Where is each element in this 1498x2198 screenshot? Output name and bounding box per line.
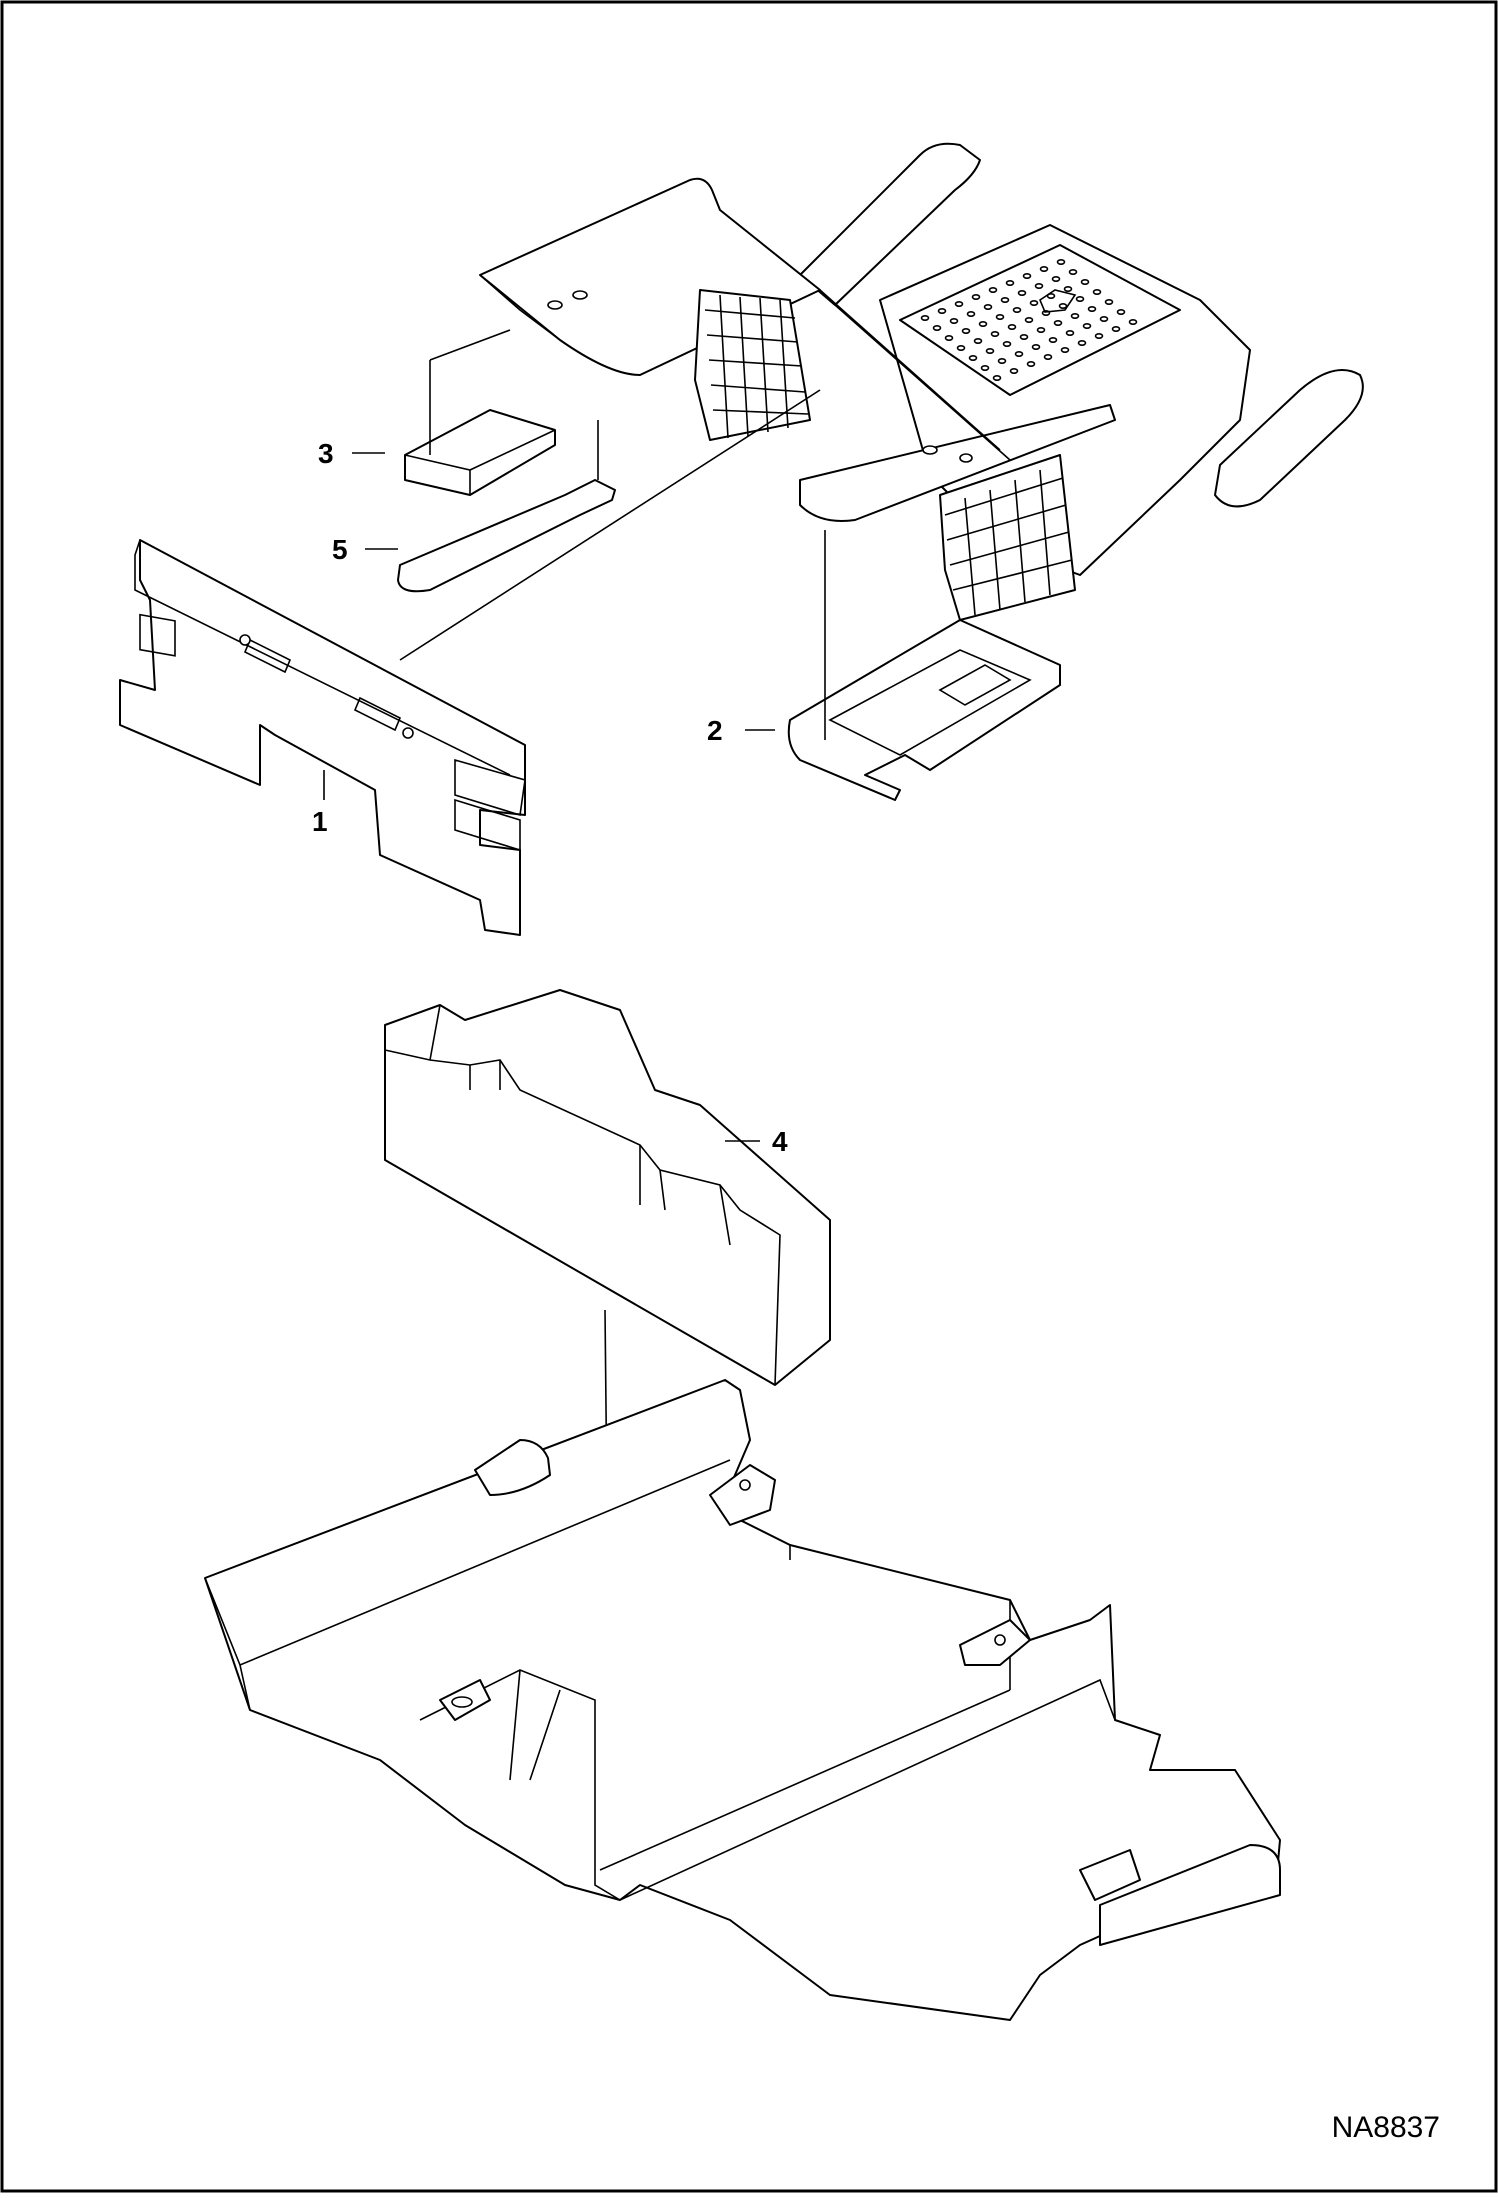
perforation-hole bbox=[1034, 282, 1044, 289]
callout-4: 4 bbox=[772, 1126, 788, 1157]
perforation-hole bbox=[980, 364, 990, 371]
perforation-hole bbox=[1075, 295, 1085, 302]
part-3-pad bbox=[404, 409, 556, 496]
perforation-hole bbox=[1026, 360, 1036, 367]
callout-ticks bbox=[323, 452, 775, 1142]
perforation-hole bbox=[1094, 332, 1104, 339]
perforation-hole bbox=[1063, 285, 1073, 292]
callout-3: 3 bbox=[318, 438, 334, 469]
perforation-hole bbox=[920, 314, 930, 321]
perforation-hole bbox=[1051, 275, 1061, 282]
perforation-hole bbox=[1048, 336, 1058, 343]
perforation-hole bbox=[944, 334, 954, 341]
perforation-hole bbox=[949, 317, 959, 324]
perforation-hole bbox=[968, 354, 978, 361]
perforation-hole bbox=[1005, 279, 1015, 286]
logo-mark bbox=[1039, 289, 1077, 313]
perforation-hole bbox=[1009, 367, 1019, 374]
perforation-hole bbox=[1092, 288, 1102, 295]
part-4-block bbox=[384, 989, 831, 1386]
perforation-hole bbox=[1087, 305, 1097, 312]
perforation-hole bbox=[1029, 299, 1039, 306]
perforation-hole bbox=[932, 324, 942, 331]
perforation-hole bbox=[971, 293, 981, 300]
perforation-hole bbox=[1060, 346, 1070, 353]
perforation-hole bbox=[956, 344, 966, 351]
perforation-hole bbox=[1014, 350, 1024, 357]
perforation-hole bbox=[1080, 278, 1090, 285]
callout-5: 5 bbox=[332, 534, 348, 565]
perforation-hole bbox=[990, 330, 1000, 337]
perforation-hole bbox=[1099, 315, 1109, 322]
frame-weldment bbox=[204, 1379, 1281, 2021]
perforation-hole bbox=[1065, 329, 1075, 336]
perforation-hole bbox=[1007, 323, 1017, 330]
callout-1: 1 bbox=[312, 806, 328, 837]
perforation-hole bbox=[1043, 353, 1053, 360]
perforation-hole bbox=[1031, 343, 1041, 350]
perforation-hole bbox=[1002, 340, 1012, 347]
perforation-hole bbox=[1104, 298, 1114, 305]
perforation-hole bbox=[985, 347, 995, 354]
perforation-hole bbox=[1056, 258, 1066, 265]
part-1-panel bbox=[119, 539, 526, 936]
perforation-hole bbox=[1082, 322, 1092, 329]
perforation-hole bbox=[1036, 326, 1046, 333]
perforation-hole bbox=[992, 374, 1002, 381]
perforation-hole bbox=[1077, 339, 1087, 346]
perforation-hole bbox=[1053, 319, 1063, 326]
part-2-tray bbox=[787, 619, 1061, 801]
perforation-hole bbox=[1128, 318, 1138, 325]
callout-2: 2 bbox=[707, 715, 723, 746]
perforation-hole bbox=[1019, 333, 1029, 340]
perforation-hole bbox=[1012, 306, 1022, 313]
perforation-hole bbox=[1058, 302, 1068, 309]
perforation-hole bbox=[997, 357, 1007, 364]
perforation-hole bbox=[961, 327, 971, 334]
perforation-hole bbox=[988, 286, 998, 293]
perforation-hole bbox=[1022, 272, 1032, 279]
perforation-hole bbox=[1046, 292, 1056, 299]
seat-assembly bbox=[479, 142, 1364, 621]
perforation-hole bbox=[1039, 265, 1049, 272]
perforation-hole bbox=[1024, 316, 1034, 323]
perforation-hole bbox=[1068, 268, 1078, 275]
drawing-number: NA8837 bbox=[1331, 2111, 1440, 2144]
perforation-hole bbox=[1116, 308, 1126, 315]
part-5-strip bbox=[397, 479, 616, 593]
perforation-hole bbox=[983, 303, 993, 310]
perforation-hole bbox=[1017, 289, 1027, 296]
perforation-hole bbox=[1111, 325, 1121, 332]
perforation-hole bbox=[978, 320, 988, 327]
perforation-hole bbox=[973, 337, 983, 344]
part-1-leader bbox=[399, 389, 821, 661]
perforation-hole bbox=[995, 313, 1005, 320]
perforation-hole bbox=[937, 307, 947, 314]
perforation-hole bbox=[966, 310, 976, 317]
perforation-hole bbox=[954, 300, 964, 307]
perforation-holes bbox=[920, 258, 1138, 381]
perforation-hole bbox=[1070, 312, 1080, 319]
perforation-hole bbox=[1000, 296, 1010, 303]
